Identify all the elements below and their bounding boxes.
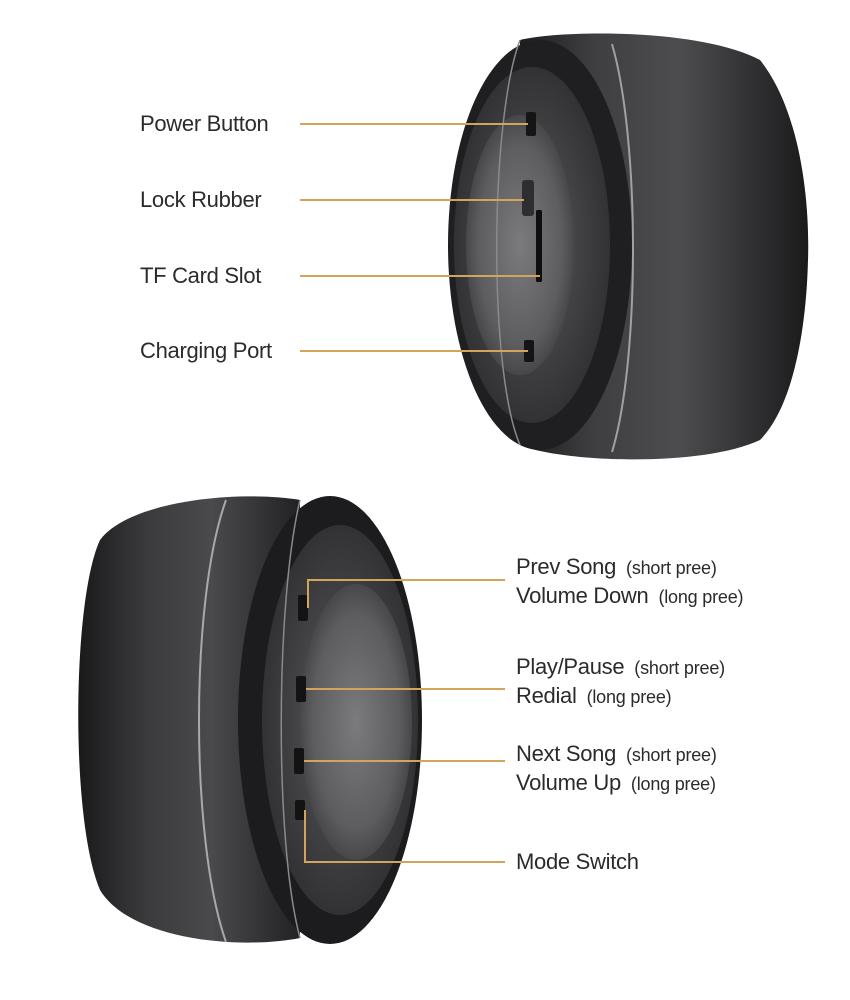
prev-song-leader [307, 579, 505, 608]
top-speaker-rim-highlight [496, 39, 521, 446]
prev-song-note: (short pree) [626, 558, 717, 578]
volume-up-note: (long pree) [630, 773, 716, 794]
lock-rubber-part [522, 180, 534, 216]
charging-port-part [524, 340, 534, 362]
bottom-speaker-body [78, 496, 301, 943]
lock-rubber-label: Lock Rubber [140, 187, 262, 212]
volume-down-note: (long pree) [658, 586, 744, 607]
mode-switch-key [295, 800, 305, 820]
mode-switch-label: Mode Switch [516, 849, 639, 874]
bottom-speaker-groove-line [198, 499, 227, 943]
redial-label: Redial [516, 682, 577, 708]
play-pause-callout: Play/Pause (short pree) Redial (long pree) [516, 653, 725, 710]
play-pause-label: Play/Pause [516, 654, 625, 679]
bottom-speaker-rim-highlight [280, 499, 301, 939]
next-song-label: Next Song [516, 741, 617, 766]
power-button-label: Power Button [140, 111, 269, 136]
bottom-speaker [78, 496, 422, 944]
next-song-note: (short pree) [626, 745, 717, 765]
redial-note: (long pree) [586, 686, 672, 707]
play-pause-key [296, 676, 306, 702]
top-speaker-back-grille [466, 115, 574, 375]
charging-port-label: Charging Port [140, 338, 272, 363]
bottom-speaker-grille [300, 584, 412, 860]
power-button-part [526, 112, 536, 136]
next-song-key [294, 748, 304, 774]
prev-song-callout: Prev Song (short pree) Volume Down (long p… [516, 553, 744, 610]
tf-card-slot-label: TF Card Slot [140, 263, 262, 288]
top-speaker [448, 33, 809, 460]
prev-song-key [298, 595, 308, 621]
volume-up-label: Volume Up [516, 769, 621, 795]
tf-card-slot-part [536, 210, 542, 282]
play-pause-note: (short pree) [634, 658, 725, 678]
top-speaker-groove-line [611, 43, 634, 453]
next-song-callout: Next Song (short pree) Volume Up (long pre… [516, 740, 717, 797]
mode-switch-leader [304, 810, 505, 863]
prev-song-label: Prev Song [516, 554, 617, 579]
volume-down-label: Volume Down [516, 582, 649, 608]
